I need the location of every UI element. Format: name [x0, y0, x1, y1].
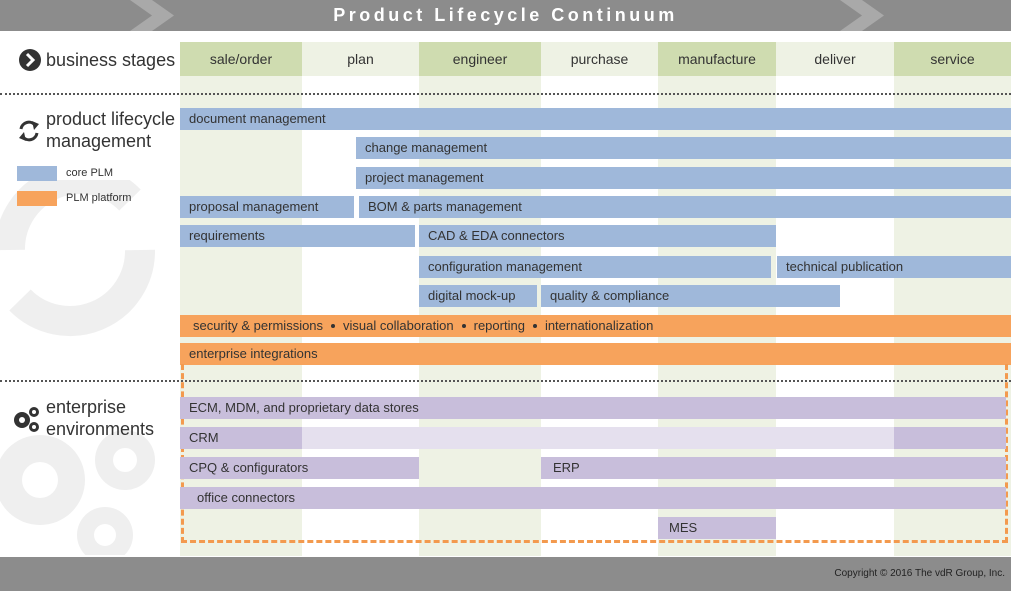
bar-project-management: project management	[356, 167, 1011, 189]
bar-cpq-configurators: CPQ & configurators	[180, 457, 419, 479]
bar-platform-services: security & permissions visual collaborati…	[180, 315, 1011, 337]
bullet-dot	[461, 323, 466, 328]
env-label-line2: environments	[46, 419, 155, 439]
business-stages-label: business stages	[46, 50, 176, 70]
platform-visual-label: visual collaboration	[343, 318, 454, 333]
diagram-title: Product Lifecycle Continuum	[333, 5, 678, 25]
stage-plan: plan	[302, 42, 419, 76]
integrations-dashed-outline	[181, 364, 1008, 543]
bar-cad-eda-connectors: CAD & EDA connectors	[419, 225, 776, 247]
platform-security-label: security & permissions	[193, 318, 324, 333]
plm-label-line2: management	[46, 131, 152, 151]
bar-ecm-mdm: ECM, MDM, and proprietary data stores	[180, 397, 1006, 419]
separator-2	[0, 380, 1011, 382]
stage-manufacture: manufacture	[658, 42, 776, 76]
stage-engineer: engineer	[419, 42, 541, 76]
title-bar: Product Lifecycle Continuum	[0, 0, 1011, 31]
bar-office-connectors: office connectors	[180, 487, 1006, 509]
copyright-text: Copyright © 2016 The vdR Group, Inc.	[834, 568, 1005, 579]
bullet-dot	[331, 323, 336, 328]
refresh-icon	[19, 120, 39, 142]
stage-service: service	[894, 42, 1011, 76]
bar-proposal-management: proposal management	[180, 196, 354, 218]
bar-technical-publication: technical publication	[777, 256, 1011, 278]
bar-change-management: change management	[356, 137, 1011, 159]
footer-bar: Copyright © 2016 The vdR Group, Inc.	[0, 557, 1011, 591]
env-label-line1: enterprise	[46, 397, 127, 417]
right-chevron-decor	[840, 0, 884, 31]
stage-purchase: purchase	[541, 42, 658, 76]
bar-quality-compliance: quality & compliance	[541, 285, 840, 307]
bar-crm-service	[894, 427, 1006, 449]
stage-deliver: deliver	[776, 42, 894, 76]
bar-crm-faded-span	[302, 427, 894, 449]
bar-digital-mock-up: digital mock-up	[419, 285, 537, 307]
bar-requirements: requirements	[180, 225, 415, 247]
bar-bom-parts-management: BOM & parts management	[359, 196, 1011, 218]
legend-platform-swatch	[17, 191, 57, 206]
platform-i18n-label: internationalization	[544, 318, 654, 333]
stage-sale-order: sale/order	[180, 42, 302, 76]
legend-core-swatch	[17, 166, 57, 181]
bar-document-management: document management	[180, 108, 1011, 130]
bar-configuration-management: configuration management	[419, 256, 771, 278]
bar-crm: CRM	[180, 427, 302, 449]
platform-reporting-label: reporting	[473, 318, 525, 333]
gears-watermark-icon	[0, 430, 155, 555]
bar-enterprise-integrations: enterprise integrations	[180, 343, 1011, 365]
legend-platform-label: PLM platform	[66, 192, 132, 204]
left-chevron-decor	[130, 0, 174, 31]
legend-core-label: core PLM	[66, 167, 114, 179]
bar-erp: ERP	[541, 457, 1006, 479]
separator-1	[0, 93, 1011, 95]
bullet-dot	[532, 323, 537, 328]
chevron-right-circle-icon	[19, 49, 41, 71]
plm-label-line1: product lifecycle	[46, 109, 176, 129]
bar-mes: MES	[658, 517, 776, 539]
gears-icon	[14, 407, 39, 432]
refresh-watermark-icon	[0, 180, 156, 337]
